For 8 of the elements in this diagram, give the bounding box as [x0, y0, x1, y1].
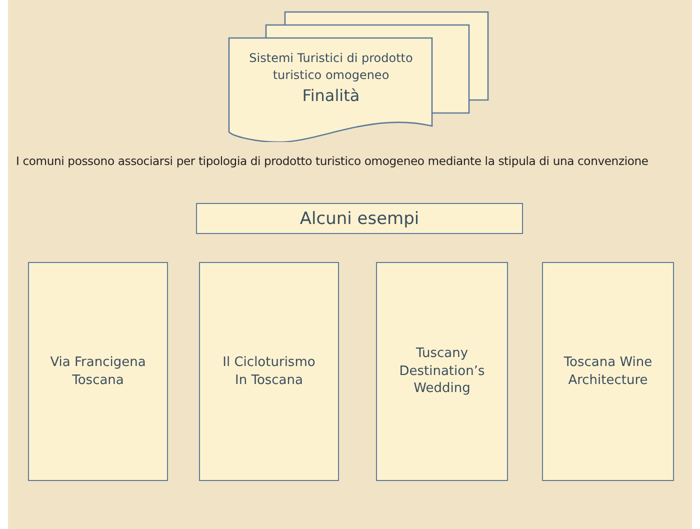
- description-text: I comuni possono associarsi per tipologia di prodotto turistico omogeneo mediante la stipula di una convenzione: [15, 153, 650, 170]
- document-title: Sistemi Turistici di prodotto turistico omogeneo: [248, 50, 414, 84]
- example-box: Tuscany Destination’s Wedding: [376, 262, 508, 481]
- example-box: Il Cicloturismo In Toscana: [199, 262, 339, 481]
- heading-box: Alcuni esempi: [196, 203, 523, 234]
- example-box: Via Francigena Toscana: [28, 262, 168, 481]
- document-heading: Finalità: [301, 86, 361, 105]
- example-box: Toscana Wine Architecture: [542, 262, 674, 481]
